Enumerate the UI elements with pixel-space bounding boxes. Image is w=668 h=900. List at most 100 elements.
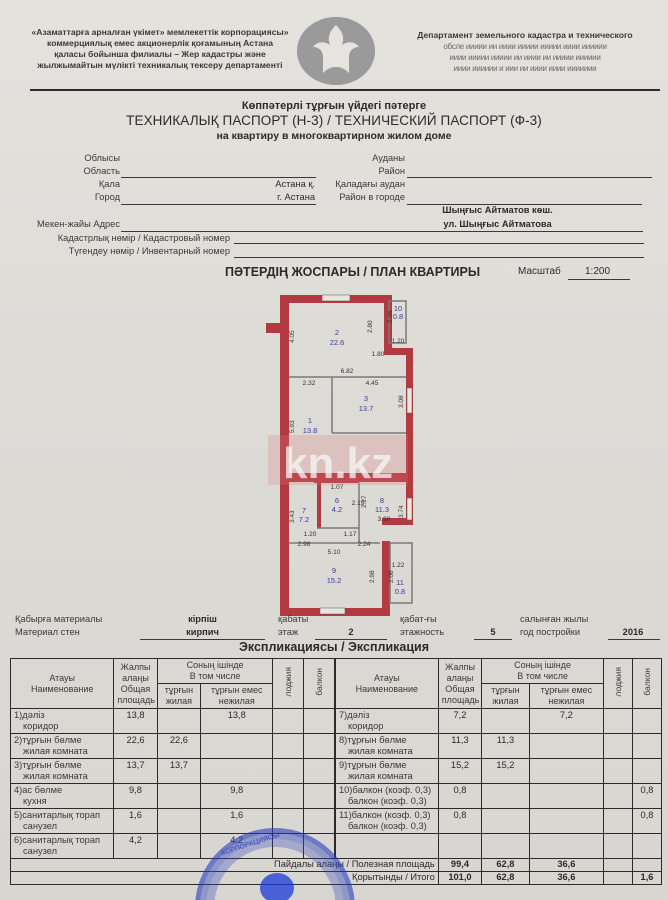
city-label-ru: Город — [94, 192, 120, 202]
address-value-kz: Шыңғыс Айтматов көш. — [442, 205, 553, 215]
address-value-ru: ул. Шыңғыс Айтматова — [443, 219, 552, 229]
svg-text:2.24: 2.24 — [358, 541, 371, 548]
svg-text:9: 9 — [332, 566, 336, 575]
header-left-line: «Азаматтарға арналған үкімет» мемлекетті… — [31, 27, 289, 37]
year-label-kz: салынған жылы — [520, 614, 589, 624]
svg-text:3.08: 3.08 — [398, 395, 405, 408]
svg-text:1.20: 1.20 — [304, 531, 317, 538]
city-value-ru: г. Астана — [277, 192, 315, 202]
explication-title: Экспликациясы / Экспликация — [238, 640, 429, 654]
svg-text:6.82: 6.82 — [341, 368, 354, 375]
floors-label-kz: қабат-ғы — [400, 614, 437, 624]
title-line3: на квартиру в многоквартирном жилом доме — [216, 130, 452, 142]
svg-text:22.6: 22.6 — [330, 338, 345, 347]
header-right-line: Департамент земельного кадастра и технич… — [417, 30, 633, 40]
svg-text:2.08: 2.08 — [388, 570, 395, 583]
wall-material-value-ru: кирпич — [186, 627, 219, 637]
inventory-field-line — [234, 257, 644, 258]
svg-text:15.2: 15.2 — [327, 576, 342, 585]
address-label: Мекен-жайы Адрес — [36, 219, 120, 229]
svg-text:2.80: 2.80 — [367, 320, 374, 333]
scale-value: 1:200 — [585, 266, 611, 277]
wall-material-label-kz: Қабырға материалы — [15, 614, 103, 624]
svg-text:11: 11 — [396, 578, 404, 587]
floor-value: 2 — [348, 627, 354, 637]
svg-text:10: 10 — [394, 304, 402, 313]
svg-text:1.80: 1.80 — [372, 351, 385, 358]
city-label-kz: Қала — [98, 179, 120, 189]
rayon-field-line — [407, 177, 652, 178]
svg-text:1.20: 1.20 — [392, 338, 405, 345]
svg-text:2.19: 2.19 — [352, 500, 365, 507]
oblast-label-kz: Облысы — [84, 153, 120, 163]
government-emblem-icon — [297, 17, 375, 85]
oblast-field-line — [121, 177, 316, 178]
svg-text:2.32: 2.32 — [303, 380, 316, 387]
header-left-line: коммерциялық емес акционерлік қоғамының … — [47, 38, 273, 48]
cadastral-field-line — [234, 243, 644, 244]
svg-text:0.8: 0.8 — [393, 312, 403, 321]
oblast-label-ru: Область — [83, 166, 120, 176]
cadastral-label: Кадастрлық нөмір / Кадастровый номер — [57, 233, 230, 243]
scale-label: Масштаб — [518, 266, 561, 277]
svg-text:3.43: 3.43 — [289, 510, 296, 523]
wall-material-line — [140, 639, 265, 640]
svg-text:3: 3 — [364, 394, 368, 403]
svg-text:5.10: 5.10 — [328, 549, 341, 556]
svg-text:3.90: 3.90 — [378, 516, 391, 523]
city-rayon-label-kz: Қаладағы аудан — [335, 179, 405, 189]
svg-text:2.98: 2.98 — [298, 541, 311, 548]
header-right-line: обсле иииии ии ииии иииии иииии ииии иии… — [443, 42, 607, 51]
wall-material-value-kz: кірпіш — [188, 614, 217, 624]
rayon-label-ru: Район — [378, 166, 405, 176]
header-right-organization: Департамент земельного кадастра и технич… — [395, 30, 655, 74]
svg-text:2: 2 — [335, 328, 339, 337]
floor-label-ru: этаж — [278, 627, 299, 637]
svg-text:7: 7 — [302, 506, 306, 515]
title-line1: Көппәтерлі тұрғын үйдегі пәтерге — [241, 100, 427, 112]
svg-text:8: 8 — [380, 496, 384, 505]
stamp-center-icon — [260, 873, 294, 900]
svg-text:4.45: 4.45 — [366, 380, 379, 387]
svg-text:6: 6 — [335, 496, 339, 505]
floors-value: 5 — [490, 627, 496, 637]
city-value-kz: Астана қ. — [275, 179, 315, 189]
svg-text:1.07: 1.07 — [331, 484, 344, 491]
col-loggia-header: лоджия — [603, 658, 633, 709]
svg-text:2.27: 2.27 — [361, 495, 368, 508]
city-rayon-label-ru: Район в городе — [339, 192, 405, 202]
scale-field-line — [568, 279, 630, 280]
wall-material-label-ru: Материал стен — [15, 627, 80, 637]
svg-text:1.22: 1.22 — [392, 562, 405, 569]
plan-title: ПӘТЕРДІҢ ЖОСПАРЫ / ПЛАН КВАРТИРЫ — [225, 265, 481, 279]
svg-text:4.05: 4.05 — [289, 330, 296, 343]
svg-text:5.93: 5.93 — [289, 420, 296, 433]
header-left-line: жылжымайтын мүлікті техникалық тексеру д… — [37, 60, 283, 70]
floor-line — [315, 639, 387, 640]
city-field-line — [121, 204, 316, 205]
svg-text:3.74: 3.74 — [398, 505, 405, 518]
rayon-label-kz: Ауданы — [372, 153, 405, 163]
svg-text:11.3: 11.3 — [375, 505, 389, 514]
svg-text:0.8: 0.8 — [395, 587, 405, 596]
header-divider — [30, 89, 660, 91]
svg-text:4.2: 4.2 — [332, 505, 342, 514]
svg-text:1.17: 1.17 — [344, 531, 357, 538]
